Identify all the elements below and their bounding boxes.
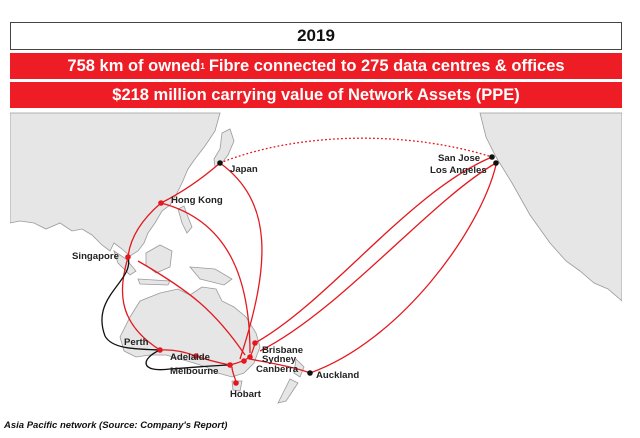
japan-dot xyxy=(217,160,223,166)
footnote-marker: 1 xyxy=(200,61,205,71)
north-america-landmass xyxy=(479,112,622,302)
label-perth: Perth xyxy=(124,337,149,348)
australia-landmass xyxy=(119,286,261,378)
singapore-dot xyxy=(125,254,131,260)
cable-sydney-losangeles xyxy=(259,162,497,352)
cable-auckland-losangeles xyxy=(309,164,497,374)
assets-banner: $218 million carrying value of Network A… xyxy=(10,82,622,108)
cable-sydney-japan xyxy=(219,162,263,360)
asia-landmass xyxy=(10,112,221,257)
sydney-dot xyxy=(247,354,253,360)
fibre-banner-text-b: Fibre connected to 275 data centres & of… xyxy=(208,56,565,75)
cable-sydney-auckland xyxy=(249,358,311,374)
melbourne-dot xyxy=(227,362,233,368)
cable-singapore-perth-black xyxy=(101,256,161,351)
cable-hongkong-singapore xyxy=(127,202,162,258)
label-brisbane: Brisbane xyxy=(262,345,304,356)
fibre-banner-text-a: 758 km of owned xyxy=(67,56,201,75)
java-landmass xyxy=(137,278,171,286)
figure-caption: Asia Pacific network (Source: Company's … xyxy=(4,420,228,431)
sanjose-dot xyxy=(489,154,495,160)
perth-dot xyxy=(157,347,163,353)
year-label: 2019 xyxy=(297,26,335,45)
auckland-dot xyxy=(307,370,313,376)
cable-japan-sanjose-planned xyxy=(219,137,493,164)
new-guinea-landmass xyxy=(189,266,233,286)
label-hobart: Hobart xyxy=(230,389,261,400)
year-header: 2019 xyxy=(10,22,622,50)
cable-hongkong-japan xyxy=(160,162,221,204)
land-masses xyxy=(10,112,622,404)
label-japan: Japan xyxy=(230,164,258,175)
label-san-jose: San Jose xyxy=(438,153,481,164)
cable-singapore-perth xyxy=(121,256,161,351)
label-canberra: Canberra xyxy=(256,364,299,375)
label-melbourne: Melbourne xyxy=(170,366,219,377)
borneo-landmass xyxy=(145,244,173,274)
hongkong-dot xyxy=(158,200,164,206)
label-hong-kong: Hong Kong xyxy=(171,195,223,206)
label-auckland: Auckland xyxy=(316,370,360,381)
canberra-dot xyxy=(241,358,247,364)
label-singapore: Singapore xyxy=(72,251,119,262)
assets-banner-text: $218 million carrying value of Network A… xyxy=(112,85,520,104)
cable-sydney-singapore xyxy=(137,260,246,356)
cable-sydney-hongkong xyxy=(160,202,251,354)
label-sydney: Sydney xyxy=(262,354,297,365)
sumatra-landmass xyxy=(113,250,137,276)
adelaide-dot xyxy=(193,353,199,359)
label-los-angeles: Los Angeles xyxy=(430,165,487,176)
label-adelaide: Adelaide xyxy=(170,352,210,363)
network-map: Japan Hong Kong Singapore Perth Adelaide… xyxy=(10,111,622,415)
philippines-landmass xyxy=(177,205,193,234)
losangeles-dot xyxy=(493,160,499,166)
cable-sydney-sanjose xyxy=(254,156,493,344)
hobart-dot xyxy=(233,380,239,386)
cable-perth-melbourne-black xyxy=(145,349,231,371)
map-svg xyxy=(10,112,622,404)
brisbane-dot xyxy=(252,340,258,346)
city-markers xyxy=(125,154,499,386)
